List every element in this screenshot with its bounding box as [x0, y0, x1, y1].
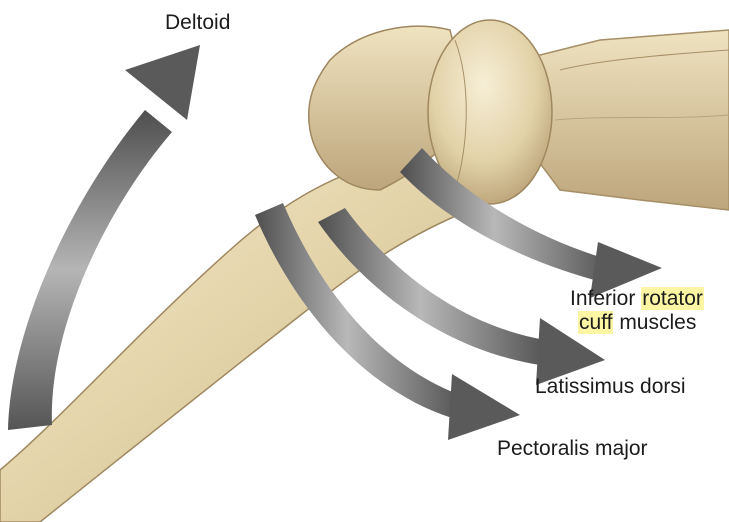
rotator-highlight: rotator [641, 287, 704, 310]
cuff-highlight: cuff [578, 311, 613, 334]
latissimus-label: Latissimus dorsi [535, 374, 686, 399]
deltoid-label: Deltoid [165, 10, 230, 35]
rotator-cuff-suffix: muscles [619, 311, 696, 334]
rotator-cuff-prefix: Inferior [570, 287, 635, 310]
rotator-cuff-label-line1: Inferior rotator [570, 286, 704, 311]
humerus-shaft [0, 160, 470, 522]
pectoralis-label: Pectoralis major [497, 436, 648, 461]
rotator-cuff-label-line2: cuff muscles [578, 310, 696, 335]
